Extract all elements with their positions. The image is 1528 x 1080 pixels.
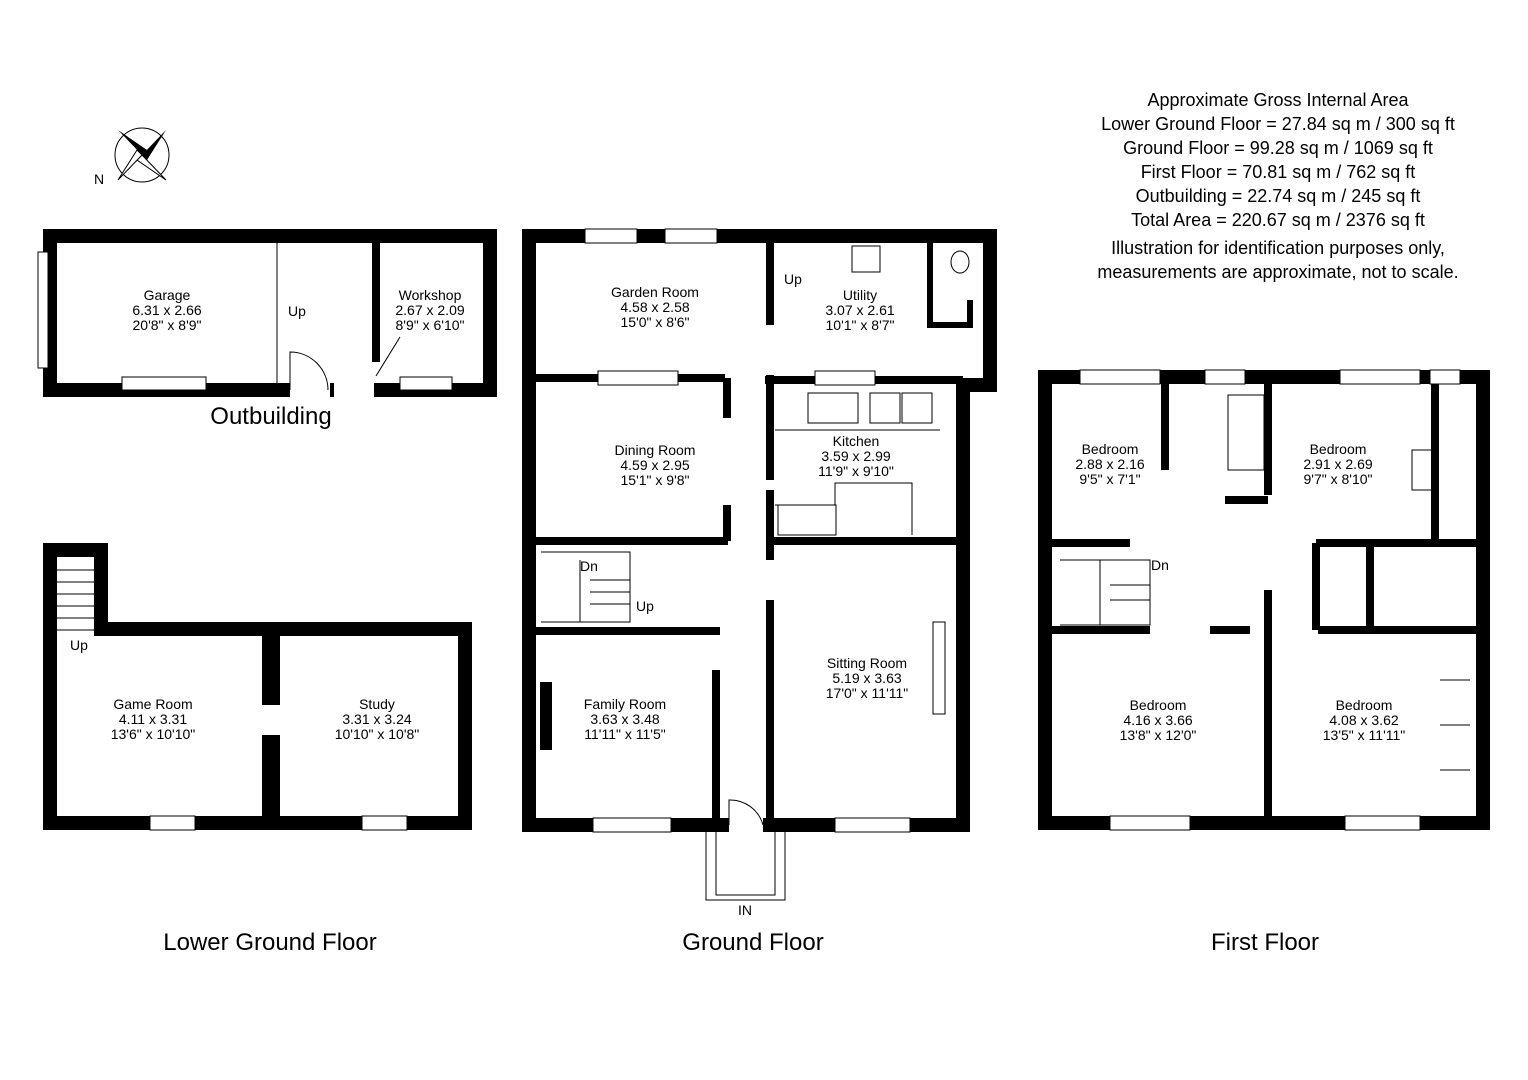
room-bedroom-1: Bedroom 2.88 x 2.16 9'5" x 7'1" [1075,441,1144,487]
room-garage: Garage 6.31 x 2.66 20'8" x 8'9" [132,287,201,333]
room-metric: 2.88 x 2.16 [1075,456,1144,472]
room-name: Garden Room [611,284,699,300]
room-imperial: 10'1" x 8'7" [826,317,895,333]
room-imperial: 20'8" x 8'9" [133,317,202,333]
room-name: Family Room [584,696,666,712]
ground-dn-marker: Dn [580,558,598,574]
ground-floor-plan [522,228,997,901]
room-metric: 2.67 x 2.09 [395,302,464,318]
first-floor-plan [1038,369,1490,831]
room-bedroom-3: Bedroom 4.16 x 3.66 13'8" x 12'0" [1120,697,1197,743]
room-imperial: 11'11" x 11'5" [584,726,665,742]
area-outbuilding: Outbuilding = 22.74 sq m / 245 sq ft [1136,186,1421,206]
room-name: Utility [843,287,877,303]
compass-icon [114,127,170,183]
room-metric: 4.59 x 2.95 [620,457,689,473]
first-dn-marker: Dn [1151,557,1169,573]
ground-up-marker: Up [636,598,654,614]
outbuilding-plan [37,229,497,397]
room-metric: 4.11 x 3.31 [119,711,187,727]
room-metric: 3.31 x 3.24 [342,711,411,727]
area-title: Approximate Gross Internal Area [1147,90,1409,110]
floor-label-ground: Ground Floor [682,929,823,956]
room-workshop: Workshop 2.67 x 2.09 8'9" x 6'10" [395,287,464,333]
room-metric: 4.58 x 2.58 [620,299,689,315]
room-imperial: 8'9" x 6'10" [396,317,465,333]
lower-up-marker: Up [70,637,88,653]
room-metric: 4.16 x 3.66 [1123,712,1192,728]
room-imperial: 13'6" x 10'10" [111,726,196,742]
room-name: Dining Room [615,442,696,458]
room-metric: 3.59 x 2.99 [821,448,890,464]
room-imperial: 9'5" x 7'1" [1079,471,1140,487]
room-bedroom-2: Bedroom 2.91 x 2.69 9'7" x 8'10" [1303,441,1372,487]
room-metric: 3.07 x 2.61 [825,302,894,318]
room-name: Bedroom [1082,441,1139,457]
room-name: Workshop [399,287,462,303]
room-imperial: 9'7" x 8'10" [1304,471,1373,487]
garage-up-marker: Up [288,303,306,319]
room-dining-room: Dining Room 4.59 x 2.95 15'1" x 9'8" [615,442,696,488]
entrance-marker: IN [738,902,752,918]
room-bedroom-4: Bedroom 4.08 x 3.62 13'5" x 11'11" [1323,697,1406,743]
floor-label-first: First Floor [1211,929,1319,956]
room-imperial: 13'5" x 11'11" [1323,727,1406,743]
room-sitting-room: Sitting Room 5.19 x 3.63 17'0" x 11'11" [826,655,909,701]
disclaimer-line-2: measurements are approximate, not to sca… [1097,262,1458,282]
room-name: Bedroom [1310,441,1367,457]
floor-label-lower-ground: Lower Ground Floor [163,929,376,956]
room-game-room: Game Room 4.11 x 3.31 13'6" x 10'10" [111,696,196,742]
area-total: Total Area = 220.67 sq m / 2376 sq ft [1131,210,1425,230]
room-study: Study 3.31 x 3.24 10'10" x 10'8" [335,696,420,742]
room-name: Study [359,696,395,712]
room-imperial: 15'0" x 8'6" [621,314,690,330]
room-kitchen: Kitchen 3.59 x 2.99 11'9" x 9'10" [818,433,894,479]
disclaimer-line-1: Illustration for identification purposes… [1111,238,1445,258]
room-name: Bedroom [1130,697,1187,713]
room-metric: 4.08 x 3.62 [1329,712,1398,728]
room-metric: 2.91 x 2.69 [1303,456,1372,472]
room-utility: Utility 3.07 x 2.61 10'1" x 8'7" [825,287,894,333]
area-summary: Approximate Gross Internal Area Lower Gr… [1097,90,1458,282]
room-imperial: 13'8" x 12'0" [1120,727,1197,743]
area-ground: Ground Floor = 99.28 sq m / 1069 sq ft [1123,138,1433,158]
room-garden-room: Garden Room 4.58 x 2.58 15'0" x 8'6" [611,284,699,330]
room-metric: 3.63 x 3.48 [590,711,659,727]
room-imperial: 10'10" x 10'8" [335,726,420,742]
floor-label-outbuilding: Outbuilding [210,403,331,430]
room-name: Garage [144,287,191,303]
room-imperial: 15'1" x 9'8" [621,472,690,488]
lower-ground-floor-plan [43,543,472,831]
area-lower-ground: Lower Ground Floor = 27.84 sq m / 300 sq… [1101,114,1455,134]
room-metric: 5.19 x 3.63 [832,670,901,686]
room-name: Sitting Room [827,655,907,671]
room-imperial: 11'9" x 9'10" [818,463,894,479]
room-name: Kitchen [833,433,880,449]
compass-north-label: N [94,171,104,187]
room-name: Bedroom [1336,697,1393,713]
utility-up-marker: Up [784,271,802,287]
room-family-room: Family Room 3.63 x 3.48 11'11" x 11'5" [584,696,666,742]
room-imperial: 17'0" x 11'11" [826,685,909,701]
area-first: First Floor = 70.81 sq m / 762 sq ft [1141,162,1416,182]
room-metric: 6.31 x 2.66 [132,302,201,318]
room-name: Game Room [113,696,192,712]
